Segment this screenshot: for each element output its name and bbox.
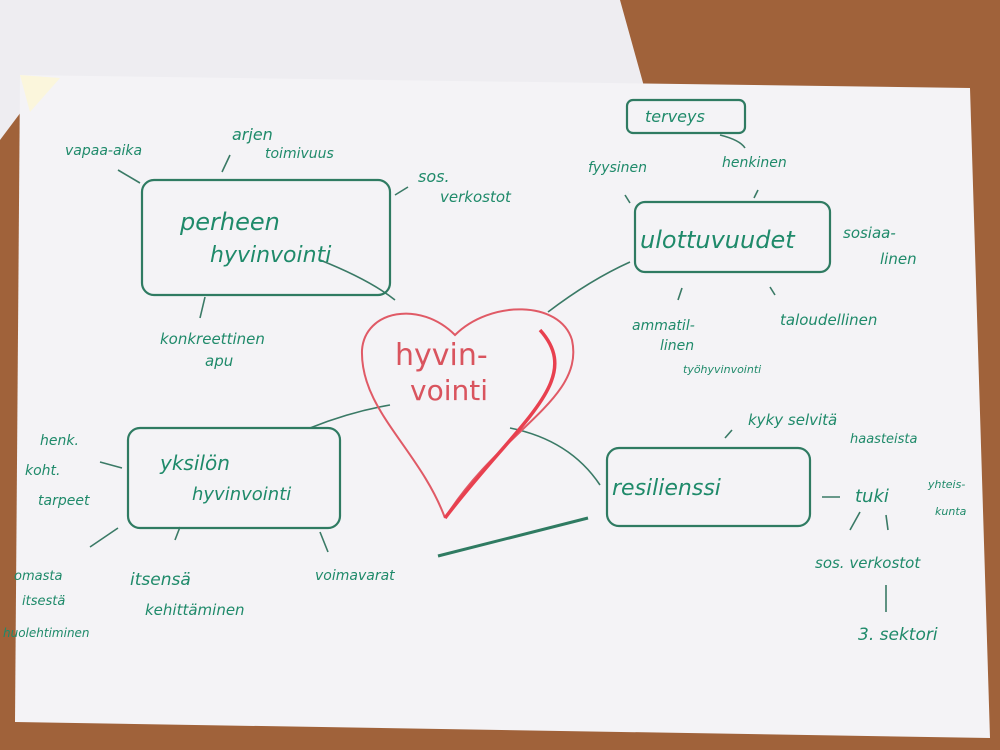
flipchart-paper: [15, 75, 990, 738]
branch-label: apu: [205, 352, 233, 370]
branch-label: tarpeet: [38, 493, 90, 509]
node-title: yksilön: [159, 451, 230, 475]
branch-label: konkreettinen: [160, 330, 265, 348]
branch-label: linen: [880, 250, 917, 268]
node-title: resilienssi: [612, 476, 721, 501]
branch-label: työhyvinvointi: [683, 363, 761, 376]
node-title: hyvinvointi: [210, 243, 331, 268]
branch-label: itsestä: [22, 594, 65, 609]
branch-label: fyysinen: [588, 160, 647, 176]
node-box-yksilon: [126, 426, 342, 530]
heart-shape: [360, 308, 575, 519]
branch-label: vapaa-aika: [65, 143, 142, 159]
branch-label: omasta: [14, 569, 62, 584]
branch-label: huolehtiminen: [3, 626, 90, 640]
branch-label: linen: [660, 338, 694, 354]
node-title: hyvinvointi: [192, 484, 291, 505]
branch-label: kyky selvitä: [748, 411, 837, 429]
branch-label: arjen: [232, 125, 273, 144]
background-paper: [0, 0, 645, 140]
node-box-perheen: [140, 178, 392, 297]
center-label-1: hyvin-: [395, 338, 488, 373]
branch-label: kehittäminen: [145, 601, 245, 619]
branch-label: kunta: [935, 505, 967, 518]
branch-label: 3. sektori: [858, 625, 938, 645]
node-title: terveys: [645, 107, 705, 126]
node-box-ulottuvuudet: [633, 200, 832, 274]
branch-label: toimivuus: [265, 146, 334, 162]
branch-label: koht.: [25, 463, 61, 479]
branch-label: tuki: [855, 486, 889, 507]
branch-label: taloudellinen: [780, 311, 877, 329]
branch-label: ammatil-: [632, 318, 695, 334]
node-title: perheen: [179, 208, 280, 236]
branch-label: verkostot: [440, 188, 512, 206]
branch-label: henk.: [40, 433, 79, 449]
tape: [20, 75, 60, 112]
branch-label: sos.: [418, 167, 450, 186]
node-title: ulottuvuudet: [640, 226, 796, 254]
branch-label: voimavarat: [315, 568, 395, 584]
node-box-terveys: [625, 98, 747, 135]
branch-label: sosiaa-: [843, 224, 896, 242]
node-box-resilienssi: [605, 446, 812, 528]
branch-label: sos. verkostot: [815, 554, 921, 572]
branch-label: henkinen: [722, 155, 787, 171]
center-label-2: vointi: [410, 374, 488, 407]
branch-label: yhteis-: [927, 478, 965, 491]
branch-label: haasteista: [850, 432, 918, 447]
branch-label: itsensä: [130, 570, 191, 590]
